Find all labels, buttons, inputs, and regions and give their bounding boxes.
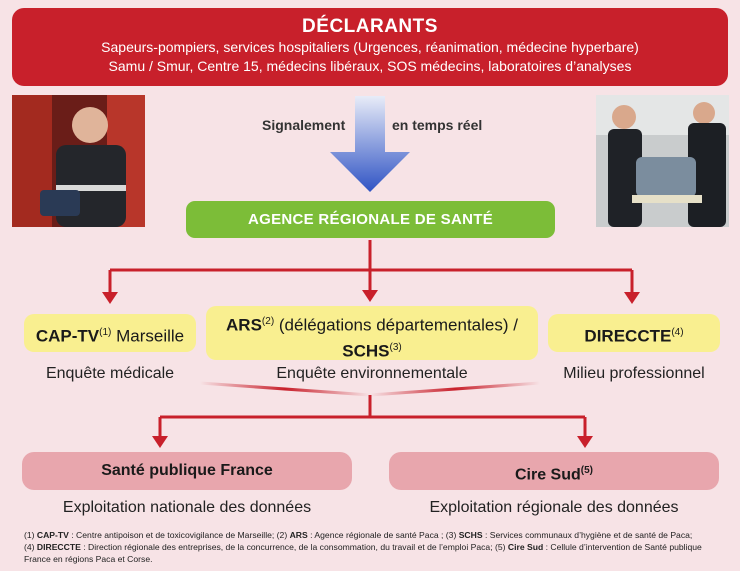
schs-abbr: SCHS bbox=[342, 341, 390, 361]
fn-n4: (4) bbox=[24, 542, 37, 552]
caption-enquete-medicale: Enquête médicale bbox=[45, 365, 175, 382]
direccte-box: DIRECCTE(4) bbox=[548, 314, 720, 352]
fn-a2: ARS bbox=[289, 530, 308, 540]
signal-arrow bbox=[330, 96, 410, 192]
fn-t3: : Services communaux d’hygiène et de san… bbox=[482, 530, 693, 540]
temps-reel-label: en temps réel bbox=[392, 117, 483, 133]
sante-publique-france-box: Santé publique France bbox=[22, 452, 352, 490]
cire-sud-box: Cire Sud(5) bbox=[389, 452, 719, 490]
direccte-sup: (4) bbox=[671, 327, 684, 338]
cire-sup: (5) bbox=[580, 465, 594, 476]
signalement-label: Signalement bbox=[262, 117, 346, 133]
caption-enquete-environnementale: Enquête environnementale bbox=[276, 365, 468, 382]
direccte-abbr: DIRECCTE bbox=[584, 326, 672, 346]
fn-n1: (1) bbox=[24, 530, 37, 540]
ars-sup: (2) bbox=[261, 316, 275, 327]
ars-rest: (délégations départementales) / bbox=[274, 315, 518, 335]
fn-t2: : Agence régionale de santé Paca ; (3) bbox=[307, 530, 459, 540]
fn-a5: Cire Sud bbox=[507, 542, 544, 552]
fn-t4: : Direction régionale des entreprises, d… bbox=[80, 542, 508, 552]
cap-tv-abbr: CAP-TV bbox=[35, 326, 100, 346]
declarants-line1: Sapeurs-pompiers, services hospitaliers … bbox=[101, 39, 639, 55]
ars-abbr: ARS bbox=[226, 315, 262, 335]
footnote: (1) CAP-TV : Centre antipoison et de tox… bbox=[24, 529, 724, 565]
ars-departementales-box: ARS(2) (délégations départementales) / S… bbox=[206, 306, 538, 360]
fn-a4: DIRECCTE bbox=[36, 542, 81, 552]
fn-t6: France en régions Paca et Corse. bbox=[24, 554, 153, 564]
declarants-line2: Samu / Smur, Centre 15, médecins libérau… bbox=[108, 58, 632, 74]
ars-main-box: AGENCE RÉGIONALE DE SANTÉ bbox=[186, 201, 555, 238]
fn-a1: CAP-TV bbox=[36, 530, 69, 540]
fn-t1: : Centre antipoison et de toxicovigilanc… bbox=[68, 530, 290, 540]
firefighter-photo-left bbox=[12, 95, 145, 227]
declarants-box: DÉCLARANTS Sapeurs-pompiers, services ho… bbox=[12, 8, 728, 86]
schs-sup: (3) bbox=[389, 341, 402, 353]
fn-a3: SCHS bbox=[458, 530, 483, 540]
declarants-title: DÉCLARANTS bbox=[302, 16, 438, 37]
rescuers-photo-right bbox=[596, 95, 729, 227]
fn-t5: : Cellule d’intervention de Santé publiq… bbox=[543, 542, 702, 552]
cire-label: Cire Sud bbox=[514, 466, 581, 484]
caption-milieu-professionnel: Milieu professionnel bbox=[563, 365, 705, 382]
cap-tv-rest: Marseille bbox=[111, 326, 185, 346]
caption-exploitation-regionale: Exploitation régionale des données bbox=[429, 499, 679, 516]
caption-exploitation-nationale: Exploitation nationale des données bbox=[62, 499, 312, 516]
cap-tv-sup: (1) bbox=[99, 327, 112, 338]
cap-tv-box: CAP-TV(1) Marseille bbox=[24, 314, 196, 352]
